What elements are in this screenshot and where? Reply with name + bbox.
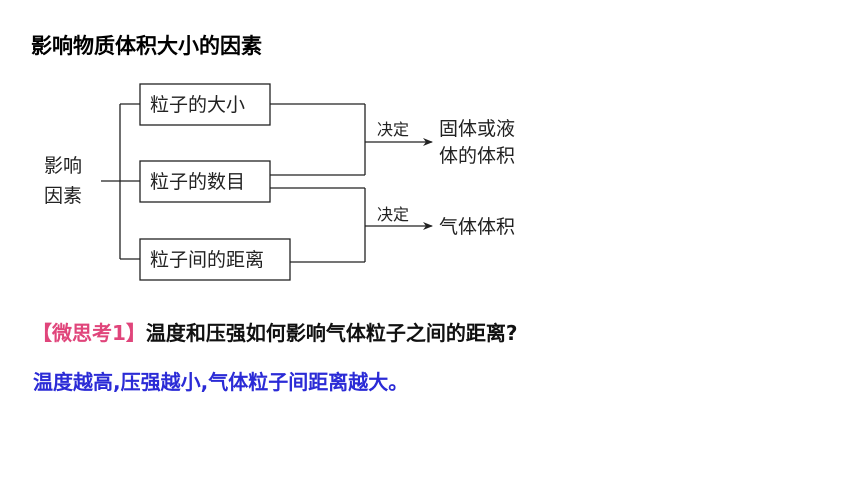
- factor-box-number: [139, 160, 271, 203]
- root-label-line-2: 因素: [44, 185, 82, 207]
- factor-label-number: 粒子的数目: [150, 171, 245, 193]
- factor-label-size: 粒子的大小: [150, 94, 245, 116]
- bracket-gas: [270, 187, 433, 263]
- result-solid-liquid-line-1: 固体或液: [439, 118, 515, 140]
- decide-label-gas: 决定: [377, 205, 409, 224]
- question-text: 温度和压强如何影响气体粒子之间的距离?: [145, 321, 518, 345]
- question-tag: 【微思考1】: [32, 321, 146, 345]
- decide-label-solid-liquid: 决定: [377, 120, 409, 139]
- question: 【微思考1】温度和压强如何影响气体粒子之间的距离?: [32, 317, 518, 346]
- factor-box-distance: [139, 238, 291, 281]
- result-solid-liquid-line-2: 体的体积: [439, 145, 515, 167]
- page-title: 影响物质体积大小的因素: [31, 34, 262, 58]
- bracket-solid-liquid: [270, 103, 433, 176]
- factor-label-distance: 粒子间的距离: [150, 249, 264, 271]
- answer-text: 温度越高,压强越小,气体粒子间距离越大。: [33, 370, 409, 394]
- root-label-line-1: 影响: [44, 155, 82, 177]
- root-connectors: [101, 103, 140, 260]
- result-gas: 气体体积: [439, 216, 515, 238]
